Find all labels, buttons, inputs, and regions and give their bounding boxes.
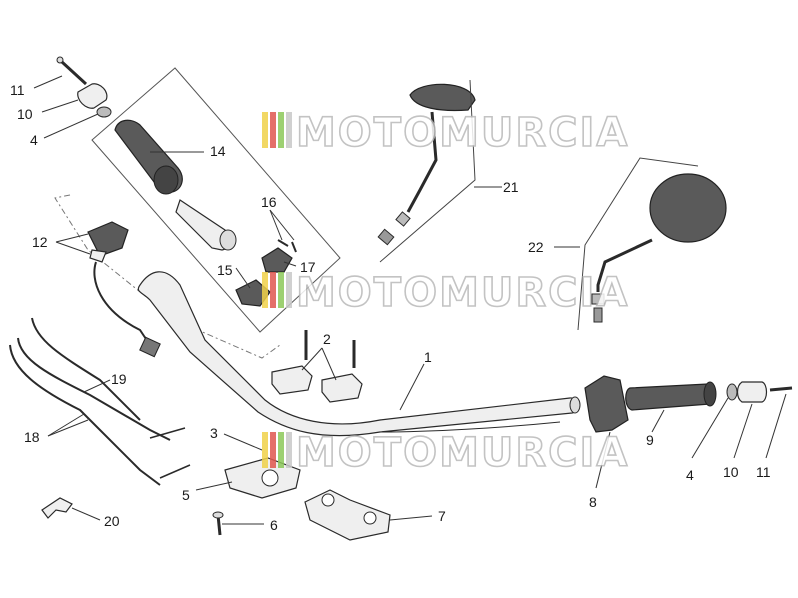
left-grip-frame (54, 67, 341, 359)
label-20: 20 (104, 513, 120, 529)
watermark-text: MOTOMURCIA (296, 270, 629, 316)
leader-lines (33, 75, 787, 525)
screws-16 (277, 239, 297, 253)
label-2: 2 (323, 331, 331, 347)
left-grip-14 (114, 119, 237, 251)
label-5: 5 (182, 487, 190, 503)
label-22: 22 (528, 239, 544, 255)
mirror-21 (377, 79, 476, 263)
label-15: 15 (217, 262, 233, 278)
mirror-22 (577, 157, 727, 331)
label-9: 9 (646, 432, 654, 448)
riser-7 (304, 489, 391, 541)
right-grip-9 (625, 381, 717, 411)
label-7: 7 (438, 508, 446, 524)
spacer-4-left (96, 106, 112, 118)
handlebar (137, 271, 581, 437)
label-11-right: 11 (756, 464, 771, 480)
label-21: 21 (503, 179, 519, 195)
cables-18-19 (9, 317, 191, 486)
bolt-11-right (769, 386, 793, 392)
label-11-left: 11 (10, 82, 25, 98)
label-6: 6 (270, 517, 278, 533)
label-16: 16 (261, 194, 277, 210)
bar-end-weight-10-right (736, 381, 768, 403)
right-switch-8 (584, 375, 629, 433)
clamp-17 (261, 247, 293, 273)
left-switch-12 (87, 221, 161, 358)
label-12: 12 (32, 234, 48, 250)
label-10-right: 10 (723, 464, 739, 480)
label-18: 18 (24, 429, 40, 445)
bar-end-weight-10-left (77, 83, 108, 109)
spacer-4-right (726, 383, 738, 401)
screw-6 (212, 511, 224, 536)
watermark-middle: MOTOMURCIA (262, 269, 629, 317)
label-14: 14 (210, 143, 226, 159)
upper-clamp-2 (271, 330, 363, 403)
label-8: 8 (589, 494, 597, 510)
label-17: 17 (300, 259, 316, 275)
bracket-20 (41, 497, 73, 519)
watermark-top: MOTOMURCIA (262, 109, 629, 157)
label-19: 19 (111, 371, 127, 387)
label-1: 1 (424, 349, 432, 365)
label-3: 3 (210, 425, 218, 441)
label-4-right: 4 (686, 467, 694, 483)
watermark-bottom: MOTOMURCIA (262, 429, 629, 477)
bolt-11-left (56, 56, 88, 86)
watermark-text: MOTOMURCIA (296, 110, 629, 156)
label-10-left: 10 (17, 106, 33, 122)
watermark-text: MOTOMURCIA (296, 430, 629, 476)
label-4-left: 4 (30, 132, 38, 148)
part-labels: 11 10 4 14 12 16 15 17 2 21 22 1 19 18 3… (10, 82, 771, 533)
